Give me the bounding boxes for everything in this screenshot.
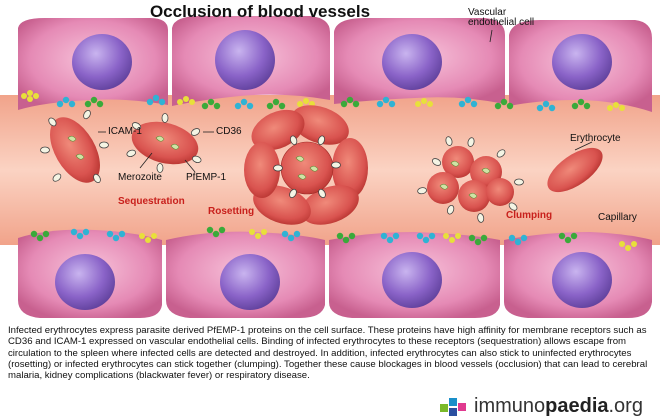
label-capillary: Capillary [598, 212, 637, 223]
logo-wordmark: immunopaedia.org [474, 394, 643, 418]
uninfected-erythrocyte [332, 138, 368, 198]
infected-erythrocyte [442, 146, 474, 178]
uninfected-erythrocyte [291, 105, 349, 145]
immunopaedia-logo: immunopaedia.org [438, 394, 648, 418]
nucleus [552, 252, 612, 308]
nucleus [215, 30, 275, 90]
bottom-receptors [30, 226, 637, 251]
nucleus [552, 34, 612, 90]
uninfected-erythrocyte [547, 147, 603, 193]
label-clumping: Clumping [506, 210, 553, 221]
top-receptors [21, 90, 625, 112]
caption-text: Infected erythrocytes express parasite d… [8, 325, 648, 382]
top-endothelial-cells [18, 16, 652, 112]
occlusion-diagram [0, 16, 660, 318]
nucleus [382, 252, 442, 308]
logo-part-org: .org [608, 395, 643, 417]
bottom-endothelial-cells [18, 229, 652, 318]
logo-cubes-icon [440, 398, 466, 416]
infected-erythrocyte [280, 141, 334, 195]
logo-part-immuno: immuno [474, 395, 546, 417]
page-title: Occlusion of blood vessels [149, 2, 371, 21]
label-rosetting: Rosetting [208, 206, 255, 217]
sequestration-erythrocytes [40, 108, 214, 185]
nucleus [220, 254, 280, 310]
label-pfemp1: PfEMP-1 [186, 172, 227, 183]
nucleus [55, 254, 115, 310]
logo-part-paedia: paedia [545, 395, 609, 417]
infected-erythrocyte [486, 178, 514, 206]
label-sequestration: Sequestration [118, 196, 185, 207]
infected-erythrocyte [50, 117, 100, 183]
uninfected-erythrocyte [301, 185, 359, 225]
infected-erythrocyte [131, 121, 199, 165]
rosette [244, 105, 368, 225]
label-icam1: ICAM-1 [108, 126, 142, 137]
uninfected-erythrocyte [244, 142, 280, 198]
clump [416, 135, 524, 224]
label-merozoite: Merozoite [118, 172, 162, 183]
label-erythrocyte: Erythrocyte [570, 133, 621, 144]
caption: Infected erythrocytes express parasite d… [8, 325, 653, 381]
label-vascular-endothelial-cell: Vascular endothelial cell [468, 7, 535, 28]
nucleus [382, 34, 442, 90]
label-cd36: CD36 [216, 126, 242, 137]
nucleus [72, 34, 132, 90]
